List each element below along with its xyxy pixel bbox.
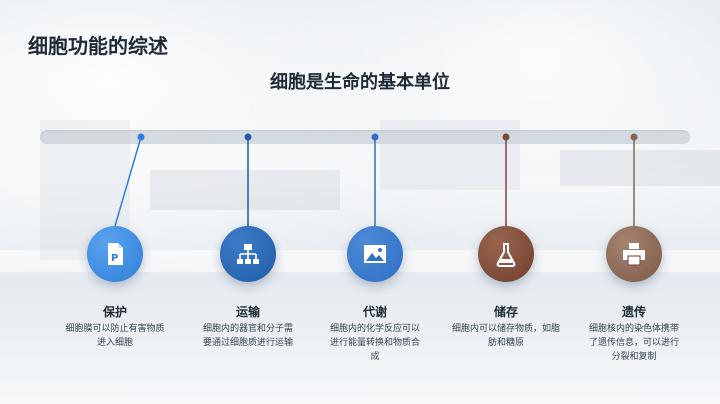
page-title: 细胞功能的综述 [28,34,168,58]
printer-icon [623,243,645,266]
transport-node [220,226,276,282]
flask-icon [496,243,516,267]
storage-node [478,226,534,282]
sitemap-icon [237,244,259,264]
item-title-metabolism: 代谢 [362,305,387,319]
connector-dot-heredity [630,133,638,141]
slide-subtitle: 细胞是生命的基本单位 [270,72,450,93]
connector-line-protect [114,136,142,227]
metabolism-node [347,226,403,282]
heredity-node [606,226,662,282]
document-icon: P [108,243,123,265]
item-title-heredity: 遗传 [621,305,646,319]
item-title-transport: 运输 [235,305,260,319]
item-title-storage: 储存 [493,305,518,319]
timeline-bar [40,130,690,144]
item-title-protect: 保护 [102,305,127,319]
connector-dot-transport [244,133,252,141]
protect-node: P [87,226,143,282]
item-desc-transport: 细胞内的器官和分子需要通过细胞质进行运输 [202,324,293,348]
item-desc-heredity: 细胞核内的染色体携带了遗传信息，可以进行分裂和复制 [588,324,679,362]
image-icon [364,245,386,263]
item-desc-protect: 细胞膜可以防止有害物质进入细胞 [65,324,165,348]
connector-dot-storage [502,133,510,141]
svg-text:P: P [111,253,118,264]
connector-dot-protect [137,133,145,141]
item-desc-metabolism: 细胞内的化学反应可以进行能量转换和物质合成 [330,324,421,362]
item-desc-storage: 细胞内可以储存物质，如脂肪和糖原 [452,324,561,348]
connector-dot-metabolism [371,133,379,141]
